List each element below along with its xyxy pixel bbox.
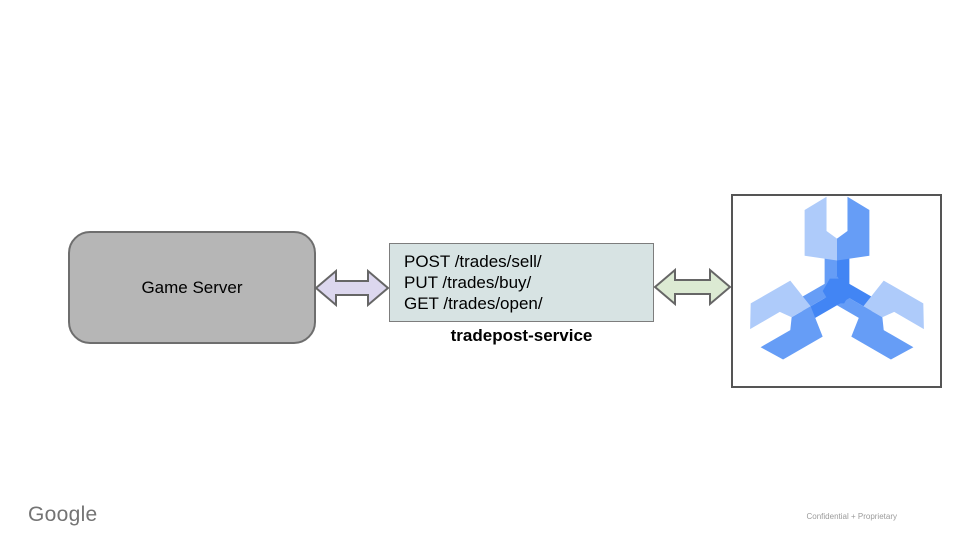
game-server-label: Game Server bbox=[141, 277, 243, 297]
endpoint-line-get: GET /trades/open/ bbox=[404, 294, 543, 313]
endpoint-line-put: PUT /trades/buy/ bbox=[404, 273, 532, 292]
endpoint-line-post: POST /trades/sell/ bbox=[404, 252, 542, 271]
cloud-endpoints-icon bbox=[749, 196, 924, 360]
double-arrow-icon bbox=[653, 267, 732, 307]
left-double-arrow-connector bbox=[314, 268, 390, 308]
cloud-endpoints-node bbox=[731, 194, 942, 388]
wrench-arm-lower-left bbox=[749, 276, 850, 360]
game-server-node: Game Server bbox=[68, 231, 316, 344]
right-double-arrow-connector bbox=[653, 267, 732, 307]
double-arrow-icon bbox=[314, 268, 390, 308]
confidential-note: Confidential + Proprietary bbox=[806, 512, 898, 521]
tradepost-service-node: POST /trades/sell/ PUT /trades/buy/ GET … bbox=[389, 243, 654, 322]
tradepost-service-caption: tradepost-service bbox=[450, 326, 593, 345]
icon-center-junction bbox=[822, 278, 851, 304]
google-logo: Google bbox=[28, 503, 98, 526]
